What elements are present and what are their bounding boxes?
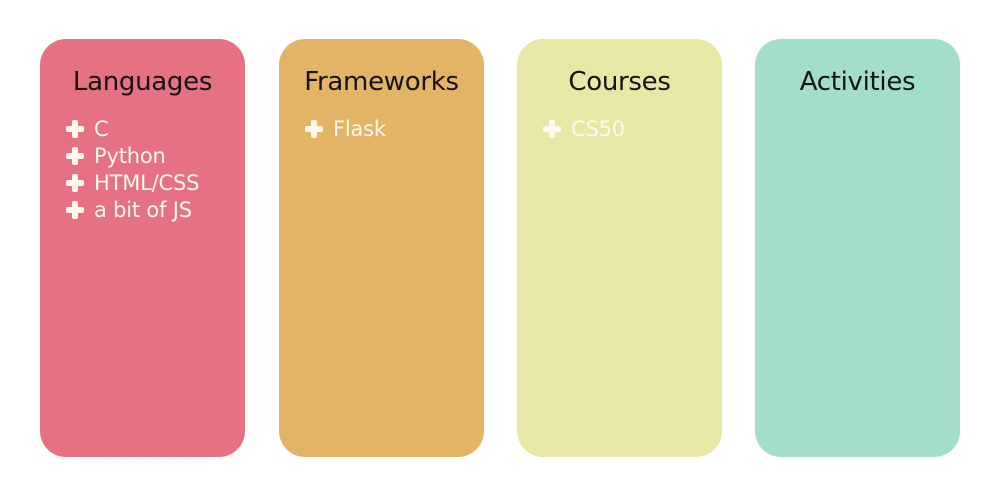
card-title: Activities	[799, 67, 916, 97]
card-item-list: Flask	[279, 115, 484, 142]
card-title: Courses	[568, 67, 671, 97]
list-item: HTML/CSS	[65, 169, 245, 196]
list-item: Flask	[304, 115, 484, 142]
plus-icon	[65, 173, 85, 193]
card-title: Frameworks	[304, 67, 459, 97]
list-item-label: C	[94, 116, 109, 141]
list-item-label: CS50	[571, 116, 625, 141]
card-item-list: CS50	[517, 115, 722, 142]
list-item-label: Python	[94, 143, 166, 168]
plus-icon	[304, 119, 324, 139]
list-item: Python	[65, 142, 245, 169]
list-item-label: a bit of JS	[94, 197, 192, 222]
card-frameworks: Frameworks Flask	[279, 39, 484, 457]
plus-icon	[542, 119, 562, 139]
list-item-label: Flask	[333, 116, 386, 141]
plus-icon	[65, 146, 85, 166]
plus-icon	[65, 200, 85, 220]
list-item: a bit of JS	[65, 196, 245, 223]
list-item: CS50	[542, 115, 722, 142]
plus-icon	[65, 119, 85, 139]
card-activities: Activities	[755, 39, 960, 457]
card-languages: Languages C Python HTML/CSS a bit of JS	[40, 39, 245, 457]
card-courses: Courses CS50	[517, 39, 722, 457]
card-item-list: C Python HTML/CSS a bit of JS	[40, 115, 245, 223]
list-item-label: HTML/CSS	[94, 170, 200, 195]
card-title: Languages	[72, 67, 213, 97]
list-item: C	[65, 115, 245, 142]
